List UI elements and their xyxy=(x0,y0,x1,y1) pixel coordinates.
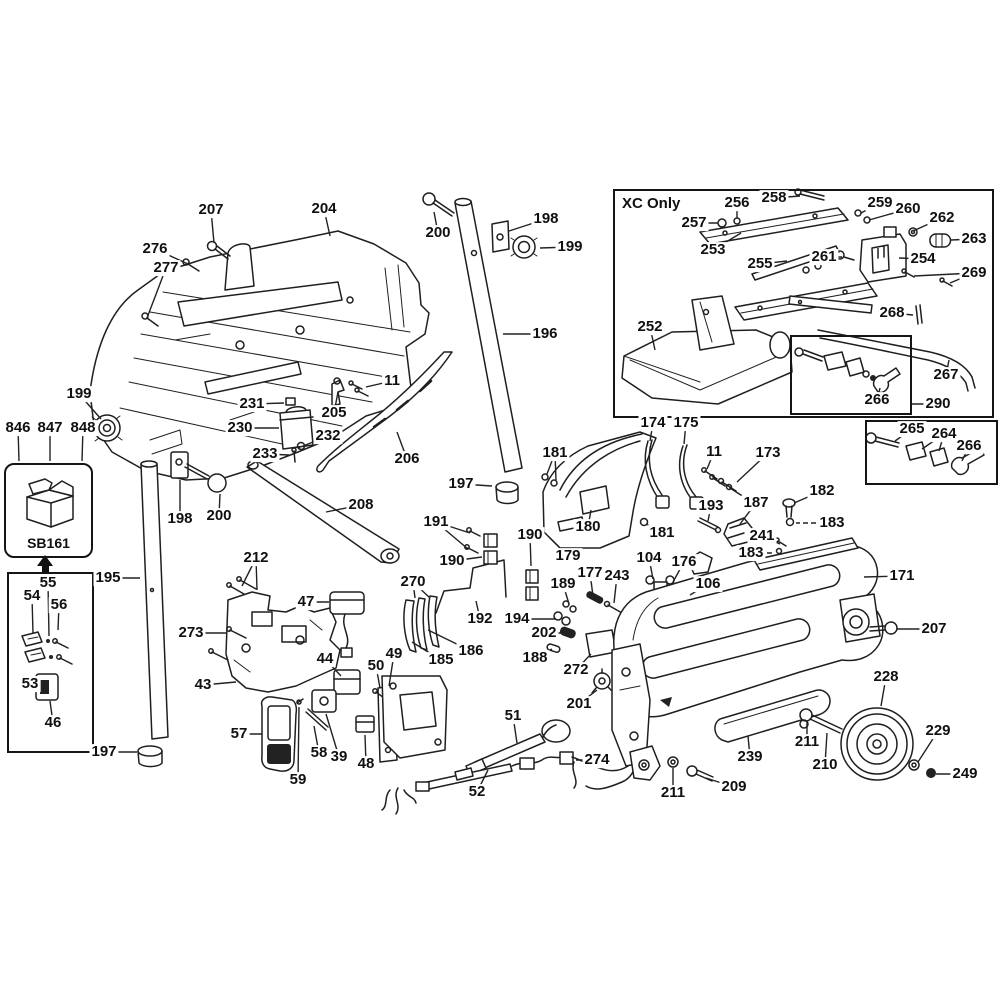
inset-box-290 xyxy=(790,335,912,415)
leader-line xyxy=(589,572,594,597)
leader-line xyxy=(302,435,329,447)
leader-line xyxy=(375,665,381,689)
leader-line xyxy=(218,493,221,517)
leader-line xyxy=(739,502,757,525)
leader-line xyxy=(325,713,340,758)
box-290-parts xyxy=(794,347,901,394)
leader-line xyxy=(297,706,300,781)
strips-and-wire xyxy=(403,527,539,653)
bar-239 xyxy=(714,689,831,743)
leader-line xyxy=(433,211,439,234)
leader-line xyxy=(427,629,472,652)
leader-line xyxy=(747,735,751,758)
leader-line xyxy=(546,452,556,475)
carton-box-icon xyxy=(26,478,74,528)
cable-52-wires-274 xyxy=(381,751,635,815)
leader-line xyxy=(324,658,342,677)
leader-line xyxy=(435,521,469,550)
canister-230-group xyxy=(279,397,314,463)
sb161-inset-box: SB161 xyxy=(4,463,93,558)
leader-line xyxy=(476,769,489,793)
guard-179-group xyxy=(541,431,657,549)
tube-208 xyxy=(246,460,400,564)
support-arm-206 xyxy=(316,351,453,473)
switchbox-parts xyxy=(21,631,73,701)
arrow-up-icon xyxy=(37,555,53,573)
sb161-part-number: SB161 xyxy=(27,535,70,551)
leader-line xyxy=(613,575,618,604)
leader-line xyxy=(451,556,483,562)
leader-line xyxy=(47,582,50,637)
leader-line xyxy=(793,490,823,504)
leader-line xyxy=(460,483,493,487)
leader-line xyxy=(863,575,903,578)
leader-line xyxy=(78,393,102,420)
leader-line xyxy=(648,557,654,580)
leader-line xyxy=(388,653,395,687)
parts-44-39-48-49-50 xyxy=(311,669,448,763)
box-265-parts xyxy=(865,432,985,476)
leader-line xyxy=(364,734,367,765)
leader-line xyxy=(736,452,769,483)
leader-line xyxy=(146,267,167,319)
arm-171 xyxy=(611,537,884,781)
leader-line xyxy=(707,505,712,522)
leader-line xyxy=(412,581,431,599)
leader-line xyxy=(587,509,592,528)
leader-line xyxy=(578,689,598,705)
leader-line xyxy=(705,777,735,788)
leader-line xyxy=(251,402,285,405)
leader-line xyxy=(508,218,547,232)
leader-line xyxy=(325,504,362,513)
leader-line xyxy=(534,648,553,659)
switch-parts-inset-box xyxy=(7,572,94,753)
leader-line xyxy=(323,208,331,237)
wheel-228-group xyxy=(667,621,936,782)
leader-line xyxy=(554,452,557,481)
leader-line xyxy=(333,391,339,414)
leader-line xyxy=(264,453,290,456)
leader-line xyxy=(210,209,215,244)
leader-line xyxy=(880,676,887,707)
leader-line xyxy=(562,583,570,605)
leader-line xyxy=(475,600,481,620)
leader-line xyxy=(313,725,320,754)
leader-line xyxy=(917,730,939,763)
leader-line xyxy=(645,523,663,534)
leader-line xyxy=(17,427,20,462)
cover-57-group xyxy=(260,696,329,772)
leader-line xyxy=(575,653,592,671)
bracket-43-left xyxy=(208,576,341,693)
leader-line xyxy=(824,732,828,766)
xc-only-inset-box: XC Only xyxy=(613,189,994,418)
leader-line xyxy=(365,380,393,388)
leader-line xyxy=(683,422,687,445)
pole-195 xyxy=(137,460,169,768)
leader-line xyxy=(529,534,532,567)
leader-line xyxy=(255,557,258,591)
leader-line xyxy=(411,641,442,661)
xc-only-title: XC Only xyxy=(622,195,681,212)
leader-line xyxy=(539,246,571,249)
leader-line xyxy=(672,561,685,583)
leader-line xyxy=(241,557,257,587)
leader-line xyxy=(689,583,709,596)
leader-line xyxy=(512,715,518,744)
accessory-inset-box xyxy=(865,420,998,485)
leader-line xyxy=(649,422,654,442)
leader-line xyxy=(435,521,471,534)
leader-line xyxy=(202,681,237,686)
leader-line xyxy=(706,451,715,470)
leader-line xyxy=(81,427,84,462)
leader-line xyxy=(761,535,781,545)
clip-198-bolt-200-left xyxy=(170,451,227,493)
leader-line xyxy=(154,248,189,265)
leader-line xyxy=(396,431,408,460)
pole-196-group xyxy=(422,192,538,505)
part-47 xyxy=(329,591,365,658)
plate-272-switch-201 xyxy=(585,629,617,694)
leader-line xyxy=(548,536,569,557)
